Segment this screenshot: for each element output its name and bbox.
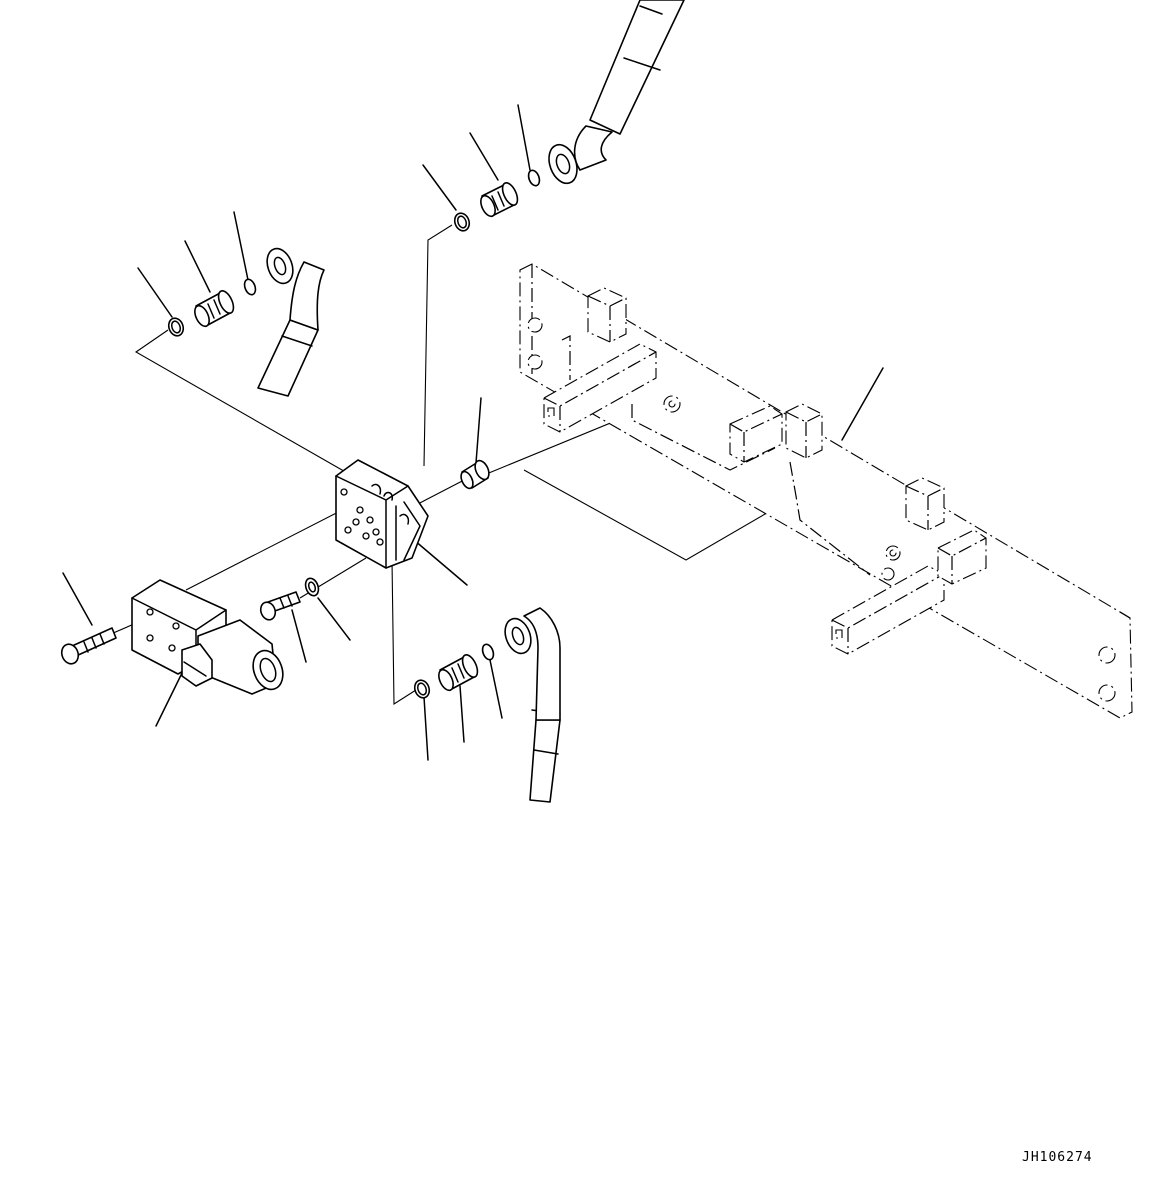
bolt-icon: [59, 628, 116, 666]
leader-line-o-ring-upper-small: [518, 105, 530, 170]
leader-line-fitting-left: [185, 241, 210, 292]
leader-line-valve-block: [414, 540, 467, 585]
o-ring-inner: [170, 320, 182, 334]
assembly-lines: [104, 225, 796, 704]
leader-line-o-ring-lower-large: [424, 697, 428, 760]
leader-line-washer: [318, 598, 350, 640]
hose-icon: [544, 0, 684, 187]
fitting-icon: [478, 181, 521, 219]
o-ring-icon: [166, 316, 185, 338]
leader-line-solenoid: [156, 671, 183, 726]
cross-bar-lower: [832, 566, 944, 654]
leader-line-o-ring-left-small: [234, 212, 248, 280]
nuts: [664, 396, 900, 580]
leader-line-fitting-lower: [460, 686, 464, 742]
plug-icon: [459, 458, 492, 490]
leader-line-o-ring-left-large: [138, 268, 172, 317]
leader-line-fitting-upper: [470, 133, 498, 180]
washer-icon: [303, 576, 320, 597]
fitting-icon: [436, 653, 481, 693]
o-ring-icon: [243, 278, 258, 296]
hose-icon: [501, 608, 560, 802]
drawing-id-label: JH106274: [1022, 1150, 1093, 1165]
solenoid-valve-icon: [132, 580, 288, 694]
assembly-line-frame-lower: [524, 470, 796, 560]
hose-icon: [258, 245, 324, 396]
assembly-line-solenoid: [186, 505, 352, 590]
assembly-line-lower-fitting: [392, 560, 416, 704]
leader-line-plug: [476, 398, 481, 463]
assembly-line-plug: [414, 478, 468, 506]
bolt-icon: [258, 592, 300, 622]
leader-line-o-ring-upper-large: [423, 165, 456, 210]
leader-line-o-ring-lower-small: [490, 660, 502, 718]
cross-bar-upper: [544, 344, 656, 432]
assembly-line-left-fitting: [136, 330, 356, 478]
leader-line-bolt-block: [292, 610, 306, 662]
leader-line-bracket: [842, 368, 883, 440]
leader-lines: [63, 105, 883, 760]
bracket-icon: [520, 264, 1132, 718]
valve-block-icon: [336, 460, 428, 568]
leader-line-bolt-solenoid: [63, 573, 92, 625]
clamp-blocks: [588, 288, 986, 584]
fitting-icon: [192, 289, 237, 329]
o-ring-icon: [527, 169, 542, 187]
o-ring-icon: [412, 678, 431, 700]
o-ring-inner: [416, 682, 428, 696]
o-ring-icon: [452, 211, 471, 233]
o-ring-inner: [456, 215, 468, 229]
assembly-line-upper-fitting: [424, 225, 452, 466]
o-ring-icon: [481, 643, 496, 661]
